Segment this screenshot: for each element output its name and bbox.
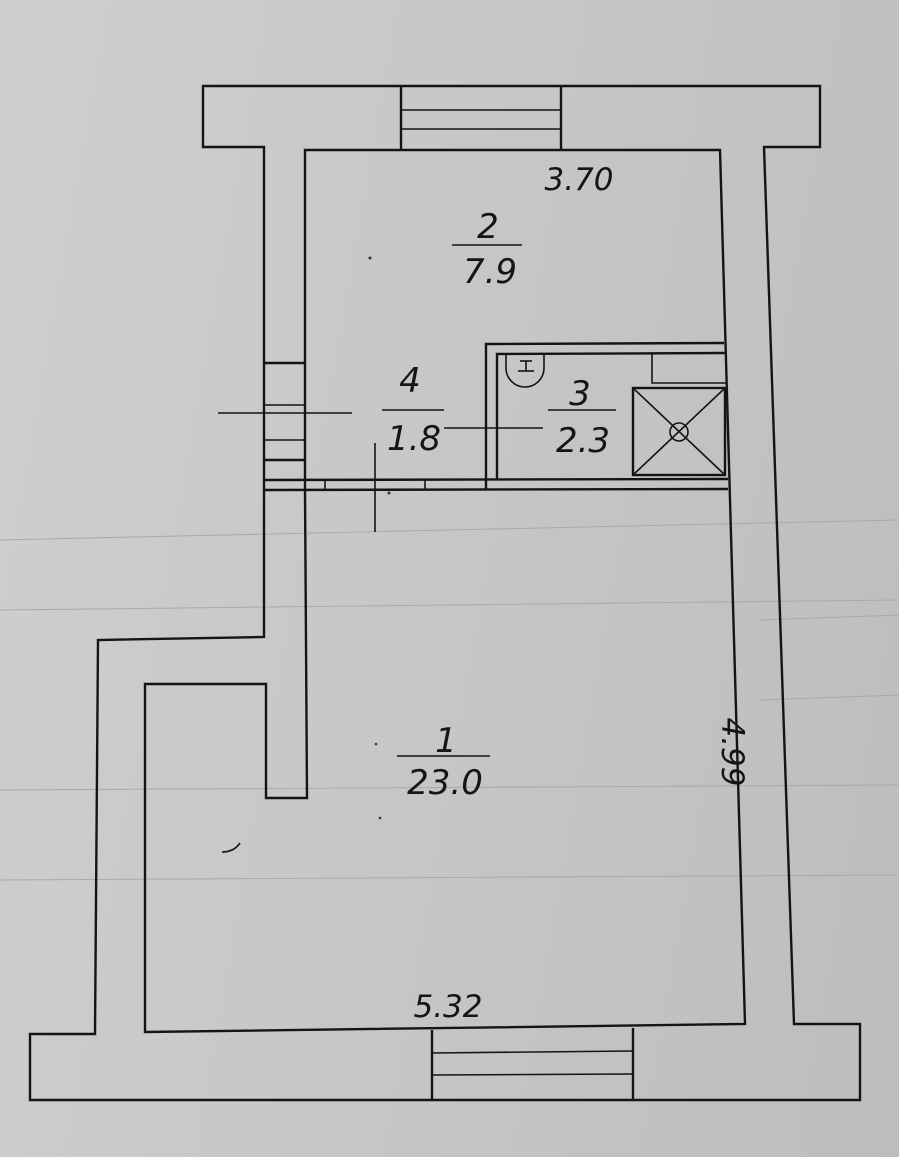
room-3-label: 3 2.3 [548,374,616,461]
svg-text:1: 1 [435,721,457,761]
svg-text:3: 3 [569,374,591,414]
background-lines [0,519,899,881]
outer-wall [28,84,862,1102]
shower-tray-icon [631,386,727,477]
inner-wall [143,148,747,1034]
dimension-top: 3.70 [544,162,613,198]
svg-text:2: 2 [477,207,499,247]
bathroom-walls [484,341,726,489]
leader-lines [218,412,543,532]
partition-horizontal [263,477,729,492]
svg-text:23.0: 23.0 [407,763,483,803]
door-left [264,361,305,462]
dimension-bottom: 5.32 [413,989,482,1025]
svg-text:1.8: 1.8 [387,419,441,459]
sink-icon [505,355,545,388]
svg-text:4: 4 [399,361,421,401]
room-4-label: 4 1.8 [382,361,444,459]
window-bottom [430,1028,635,1100]
svg-text:2.3: 2.3 [556,421,610,461]
room-2-label: 2 7.9 [452,207,522,292]
dimension-right: 4.99 [714,717,750,786]
room-1-label: 1 23.0 [397,721,490,803]
stray-marks [221,256,391,853]
window-top [399,86,563,150]
svg-text:7.9: 7.9 [463,252,517,292]
